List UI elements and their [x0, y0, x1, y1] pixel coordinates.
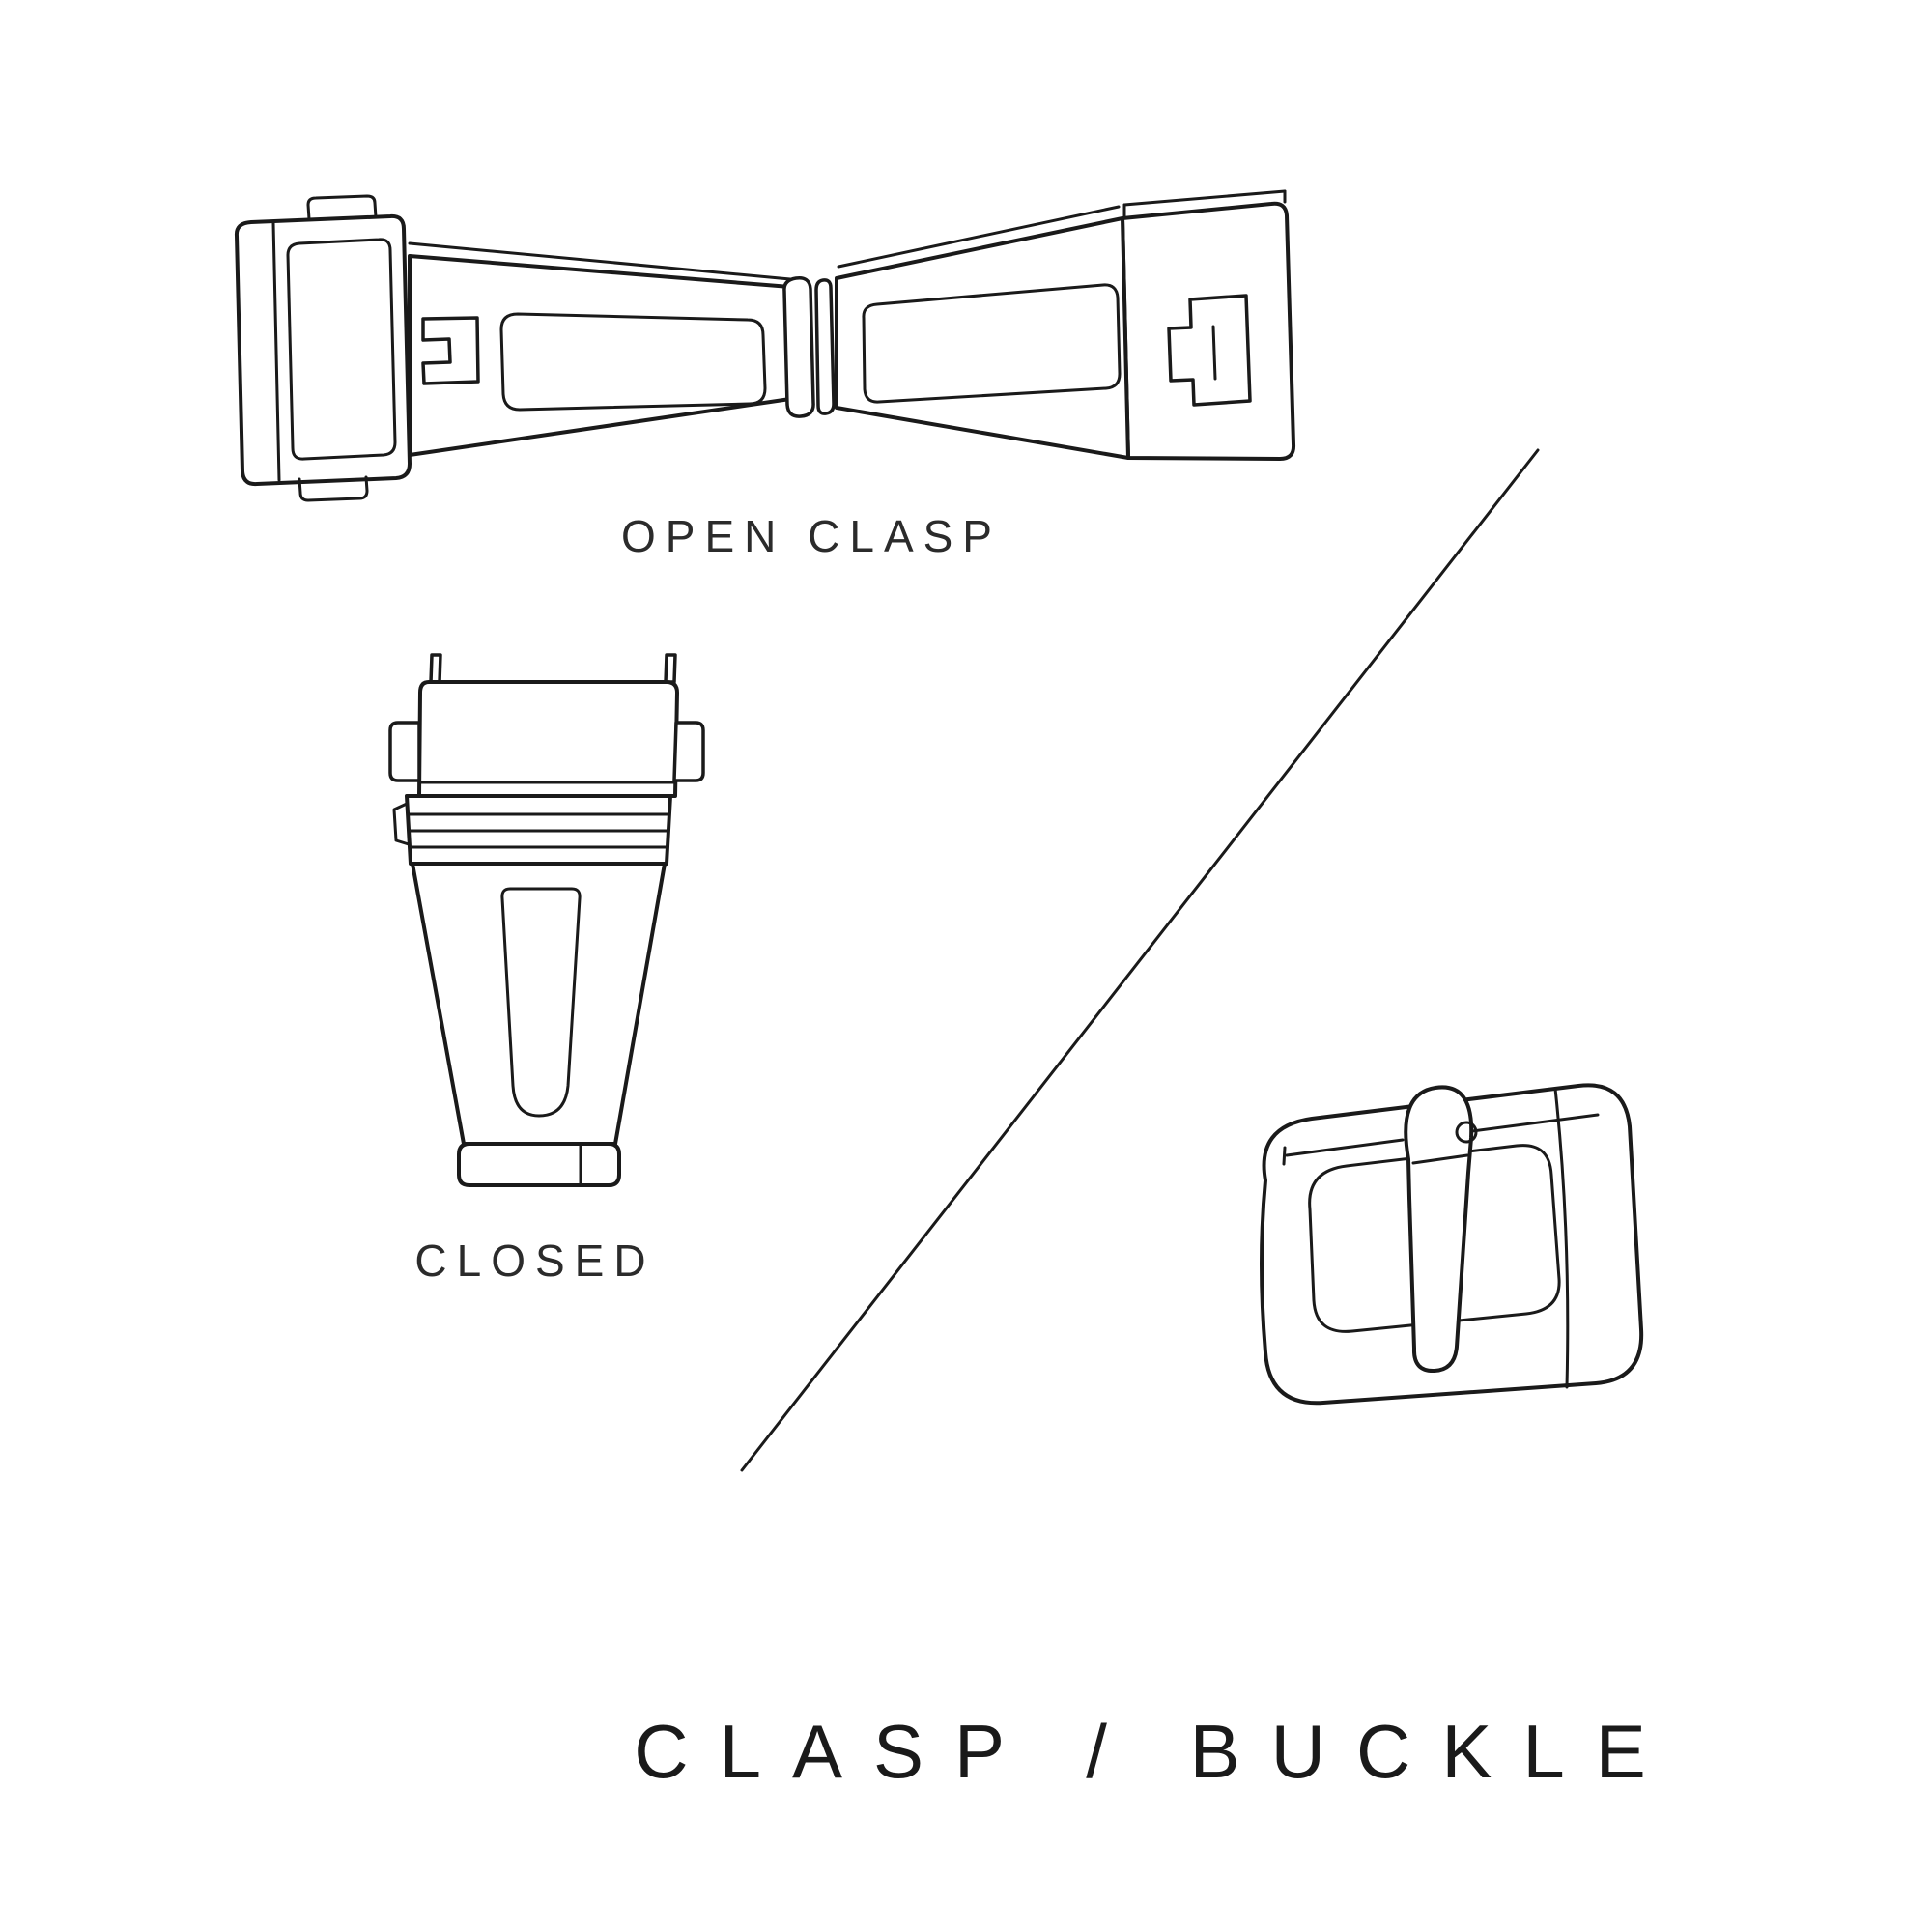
page-title: CLASP / BUCKLE [634, 1709, 1677, 1794]
closed-clasp-label: CLOSED [414, 1236, 656, 1286]
open-clasp-illustration [234, 189, 1296, 502]
divider-line [740, 448, 1540, 1472]
open-clasp-label: OPEN CLASP [621, 511, 1002, 561]
tang-buckle-illustration [1260, 1083, 1644, 1406]
closed-clasp-illustration [388, 653, 705, 1187]
